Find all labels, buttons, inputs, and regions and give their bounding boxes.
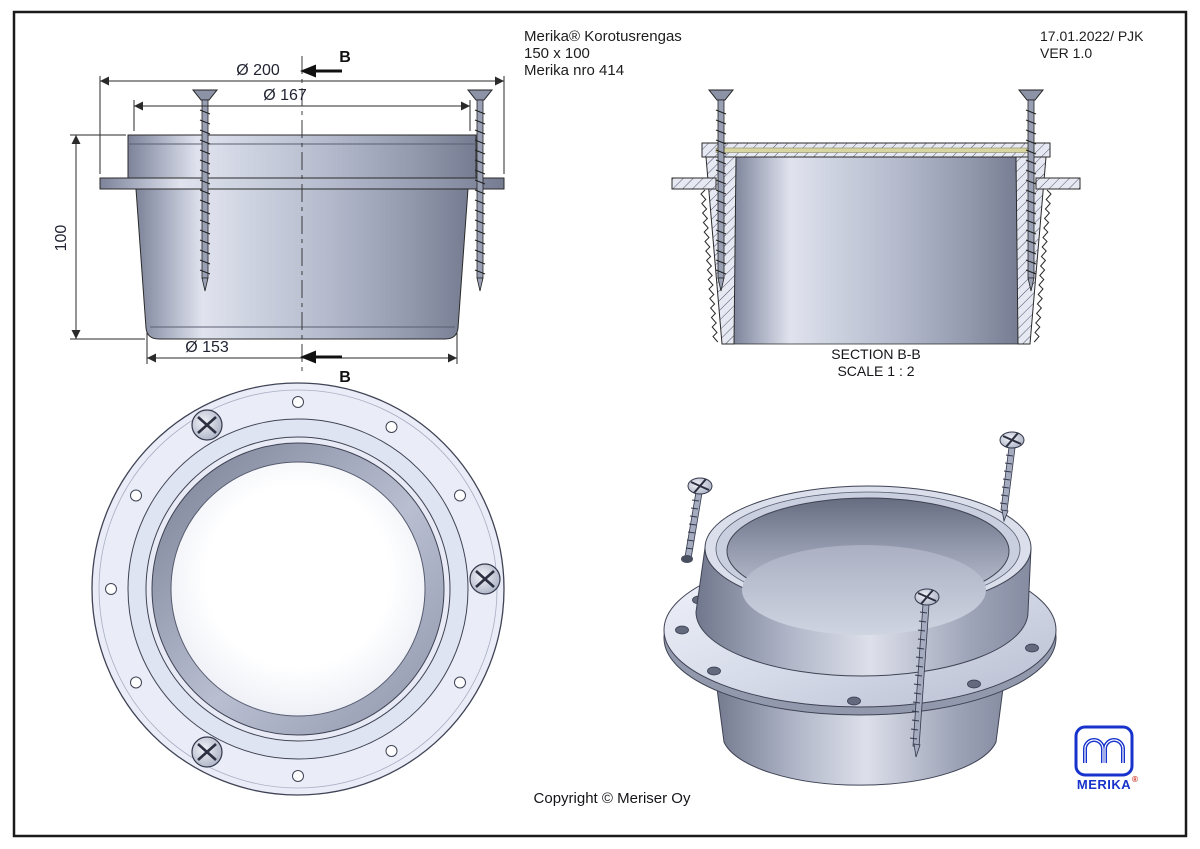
title-line2: 150 x 100 (524, 45, 590, 62)
iso-screw (999, 431, 1025, 523)
section-mark-top: B (339, 49, 351, 66)
section-cut-arrow-bottom: B (300, 350, 351, 386)
phillips-screw-icon (469, 563, 501, 595)
revision-version: VER 1.0 (1040, 45, 1092, 61)
section-mark-bottom: B (339, 369, 351, 386)
section-cut-arrow-top: B (300, 49, 351, 78)
brand-logo: MERIKA ® (1074, 725, 1138, 792)
bolt-holes (105, 396, 466, 782)
iso-screw (909, 588, 940, 758)
iso-inner-depth (742, 545, 986, 635)
section-interior (732, 156, 1020, 345)
dim-200-label: Ø 200 (236, 62, 280, 79)
dimension-bottom-diameter: Ø 153 (146, 332, 458, 364)
front-view: Ø 200 Ø 167 100 Ø 153 B (53, 49, 505, 386)
thread-ribs-right (1033, 189, 1052, 343)
dimension-flange-diameter: Ø 200 (99, 62, 505, 174)
section-label: SECTION B-B (831, 346, 920, 362)
title-block: Merika® Korotusrengas 150 x 100 Merika n… (524, 28, 682, 79)
thread-ribs-left (700, 189, 719, 343)
dimension-height: 100 (53, 134, 145, 340)
title-line3: Merika nro 414 (524, 62, 624, 79)
section-flange-left (671, 177, 717, 190)
section-flange-right (1035, 177, 1081, 190)
merika-arches-icon (1083, 738, 1125, 763)
revision-block: 17.01.2022/ PJK VER 1.0 (1040, 28, 1144, 61)
section-gasket (715, 147, 1035, 153)
dimension-inner-diameter: Ø 167 (133, 87, 471, 131)
section-scale: SCALE 1 : 2 (837, 363, 914, 379)
iso-screw (681, 477, 713, 563)
dim-100-label: 100 (53, 225, 70, 252)
iso-view (663, 431, 1057, 786)
revision-date: 17.01.2022/ PJK (1040, 28, 1144, 44)
phillips-screw-icon (191, 736, 223, 768)
section-view: SECTION B-B SCALE 1 : 2 (671, 89, 1081, 379)
top-view (91, 382, 505, 796)
title-line1: Merika® Korotusrengas (524, 28, 682, 45)
dim-167-label: Ø 167 (263, 87, 307, 104)
center-hole (170, 461, 426, 717)
logo-registered-mark: ® (1132, 775, 1138, 784)
phillips-screw-icon (191, 409, 223, 441)
copyright-text: Copyright © Meriser Oy (534, 790, 691, 807)
dim-153-label: Ø 153 (185, 339, 229, 356)
logo-brand-text: MERIKA (1077, 777, 1131, 792)
